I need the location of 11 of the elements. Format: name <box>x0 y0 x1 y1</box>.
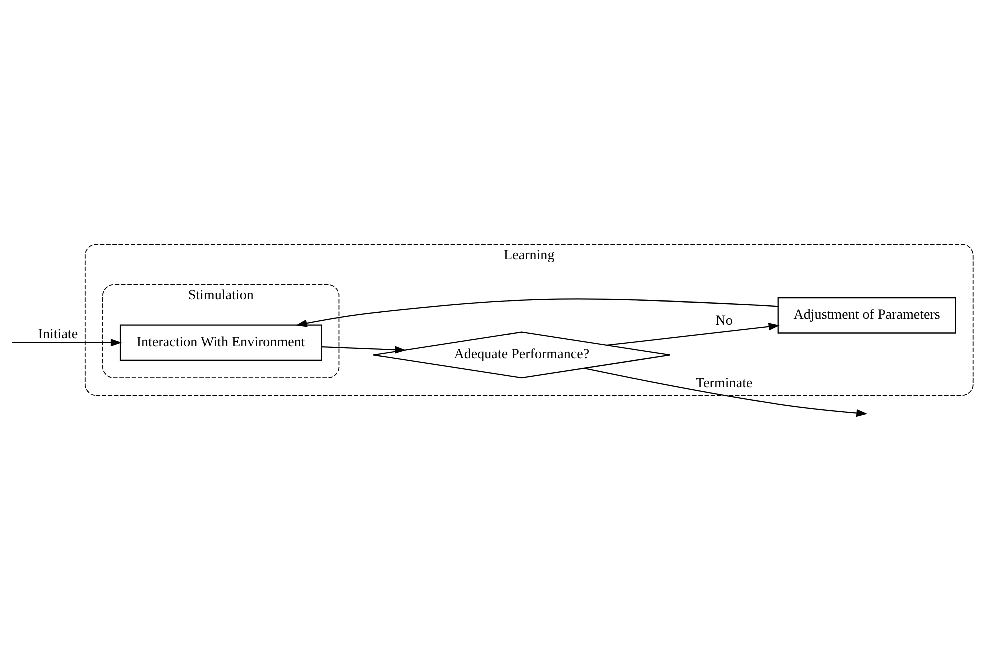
edge-label: Initiate <box>38 326 78 342</box>
arrow <box>584 367 868 417</box>
node-box: Adjustment of Parameters <box>778 297 956 334</box>
node-box: Interaction With Environment <box>120 324 322 361</box>
arrow <box>296 298 778 327</box>
arrow <box>12 338 122 346</box>
arrow <box>322 346 406 354</box>
edge-label: Terminate <box>696 375 753 392</box>
node-diamond: Adequate Performance? <box>372 331 671 378</box>
arrow <box>607 322 780 346</box>
edge-label: No <box>716 312 733 329</box>
